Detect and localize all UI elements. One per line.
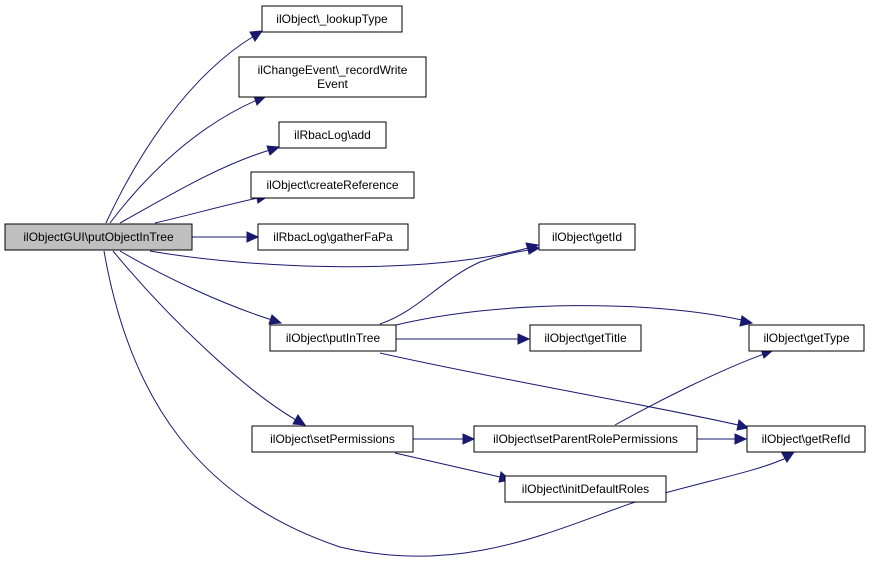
node-put-in-tree[interactable]: ilObject\putInTree	[269, 324, 397, 352]
arrowhead	[517, 333, 531, 345]
node-label: ilObject\createReference	[266, 178, 398, 192]
node-set-parent-role-permissions[interactable]: ilObject\setParentRolePermissions	[473, 425, 698, 453]
node-set-permissions[interactable]: ilObject\setPermissions	[251, 425, 414, 453]
edge-setpermissions-to-initdefaultroles	[394, 452, 501, 478]
node-create-reference[interactable]: ilObject\createReference	[250, 171, 415, 199]
node-label: ilObject\putInTree	[286, 331, 381, 345]
node-rbac-add[interactable]: ilRbacLog\add	[278, 121, 387, 149]
arrowhead	[462, 433, 476, 445]
edge-putintree-to-getrefid	[379, 352, 739, 426]
arrowhead	[268, 314, 283, 325]
node-label: ilChangeEvent\_recordWrite	[258, 63, 408, 77]
node-init-default-roles[interactable]: ilObject\initDefaultRoles	[504, 475, 667, 503]
edge-root-to-setpermissions	[112, 250, 297, 421]
node-label: Event	[317, 77, 348, 91]
arrowhead	[781, 451, 796, 463]
node-lookup-type[interactable]: ilObject\_lookupType	[261, 5, 403, 33]
edge-root-to-getid	[149, 247, 529, 268]
edge-putintree-to-getid	[379, 249, 530, 325]
node-label: ilObject\setParentRolePermissions	[493, 432, 678, 446]
node-label: ilObject\setPermissions	[270, 432, 395, 446]
edge-root-to-recordwrite	[109, 99, 258, 224]
node-label: ilObjectGUI\putObjectInTree	[23, 230, 174, 244]
node-label: ilObject\getRefId	[762, 432, 851, 446]
edges	[103, 30, 796, 557]
node-get-type[interactable]: ilObject\getType	[748, 324, 865, 352]
arrowhead	[246, 231, 260, 243]
node-label: ilRbacLog\add	[294, 128, 371, 142]
node-get-ref-id[interactable]: ilObject\getRefId	[746, 425, 866, 453]
node-root[interactable]: ilObjectGUI\putObjectInTree	[4, 223, 193, 251]
node-label: ilObject\getTitle	[544, 331, 627, 345]
edge-root-to-rbacadd	[119, 149, 271, 224]
node-record-write-event[interactable]: ilChangeEvent\_recordWrite Event	[238, 56, 427, 98]
node-label: ilObject\initDefaultRoles	[522, 482, 649, 496]
arrowhead	[249, 30, 264, 42]
edge-root-to-getrefid	[103, 250, 787, 557]
node-label: ilRbacLog\gatherFaPa	[273, 230, 393, 244]
edge-root-to-createreference	[154, 197, 259, 224]
node-label: ilObject\_lookupType	[276, 12, 388, 26]
node-get-id[interactable]: ilObject\getId	[538, 223, 636, 251]
arrowhead	[739, 315, 754, 327]
arrowhead	[736, 419, 750, 431]
node-label: ilObject\getType	[763, 331, 849, 345]
arrowhead	[527, 244, 541, 255]
arrowhead	[734, 433, 748, 445]
arrowhead	[266, 145, 281, 156]
edge-root-to-lookuptype	[105, 35, 255, 224]
edge-setparentrole-to-gettype	[614, 353, 765, 426]
edge-putintree-to-gettype	[395, 305, 743, 326]
node-label: ilObject\getId	[552, 230, 622, 244]
node-get-title[interactable]: ilObject\getTitle	[529, 324, 642, 352]
node-gather-fapa[interactable]: ilRbacLog\gatherFaPa	[257, 223, 409, 251]
arrowhead	[292, 414, 307, 426]
edge-root-to-putintree	[119, 250, 273, 321]
